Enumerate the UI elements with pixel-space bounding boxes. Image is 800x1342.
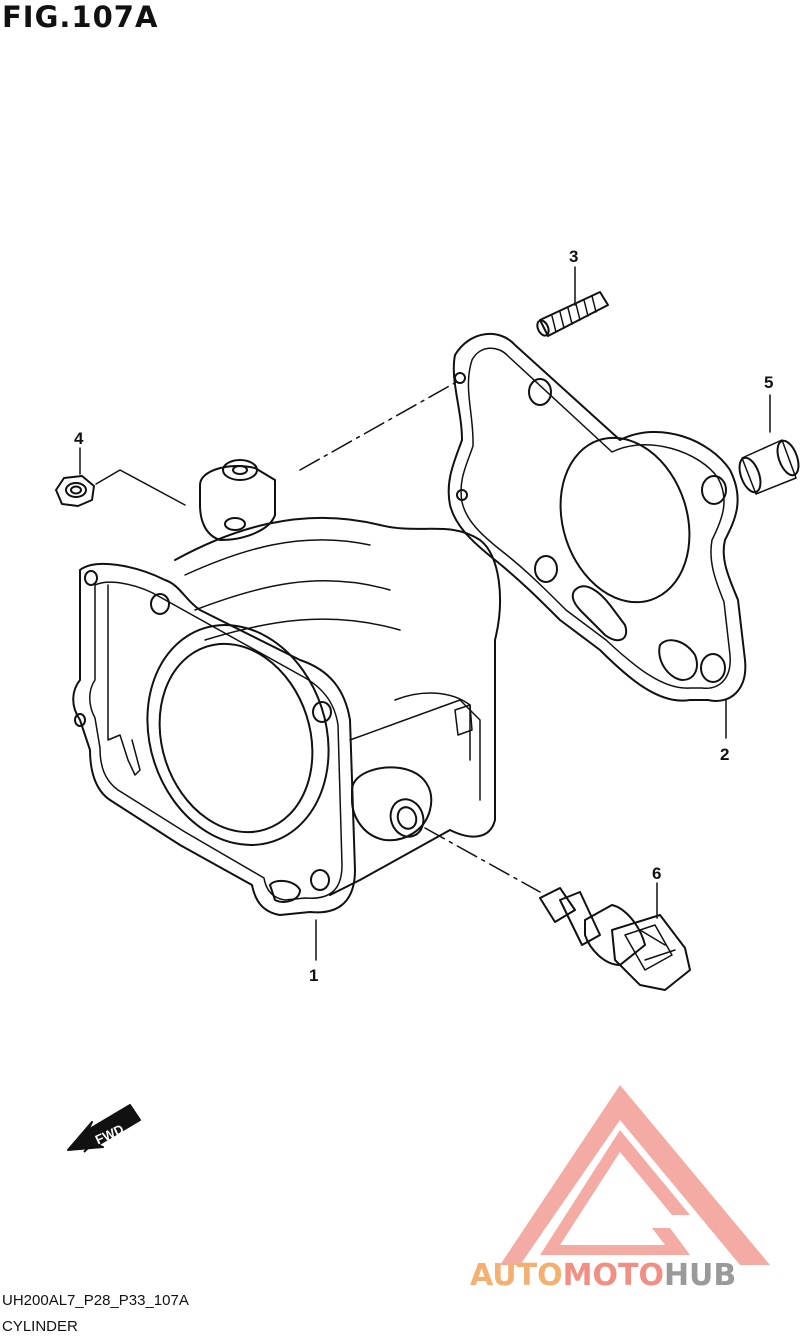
figure-title: FIG.107A bbox=[2, 0, 159, 34]
temperature-sensor-part bbox=[539, 882, 691, 991]
callout-3: 3 bbox=[569, 247, 578, 266]
dowel-pin-part bbox=[738, 394, 800, 495]
automotohub-logo-icon bbox=[500, 1085, 770, 1265]
watermark-hub: HUB bbox=[663, 1258, 737, 1293]
callout-4: 4 bbox=[74, 429, 84, 448]
assembly-line-gasket bbox=[299, 379, 461, 471]
cylinder-part bbox=[72, 459, 501, 961]
nut-part bbox=[55, 447, 186, 507]
automotohub-watermark: AUTOMOTOHUB bbox=[470, 1258, 736, 1293]
cylinder-gasket-part bbox=[447, 332, 747, 702]
diagram-code: UH200AL7_P28_P33_107A bbox=[2, 1292, 189, 1309]
assembly-line-sensor bbox=[424, 827, 541, 893]
callout-2: 2 bbox=[720, 745, 729, 764]
stud-bolt-part bbox=[536, 266, 609, 337]
callout-1: 1 bbox=[309, 966, 318, 985]
callout-6: 6 bbox=[652, 864, 661, 883]
callout-5: 5 bbox=[764, 373, 773, 392]
section-caption: CYLINDER bbox=[2, 1318, 78, 1335]
watermark-moto: MOTO bbox=[562, 1258, 664, 1293]
fwd-arrow-icon: FWD bbox=[67, 1104, 141, 1153]
watermark-auto: AUTO bbox=[470, 1258, 563, 1293]
